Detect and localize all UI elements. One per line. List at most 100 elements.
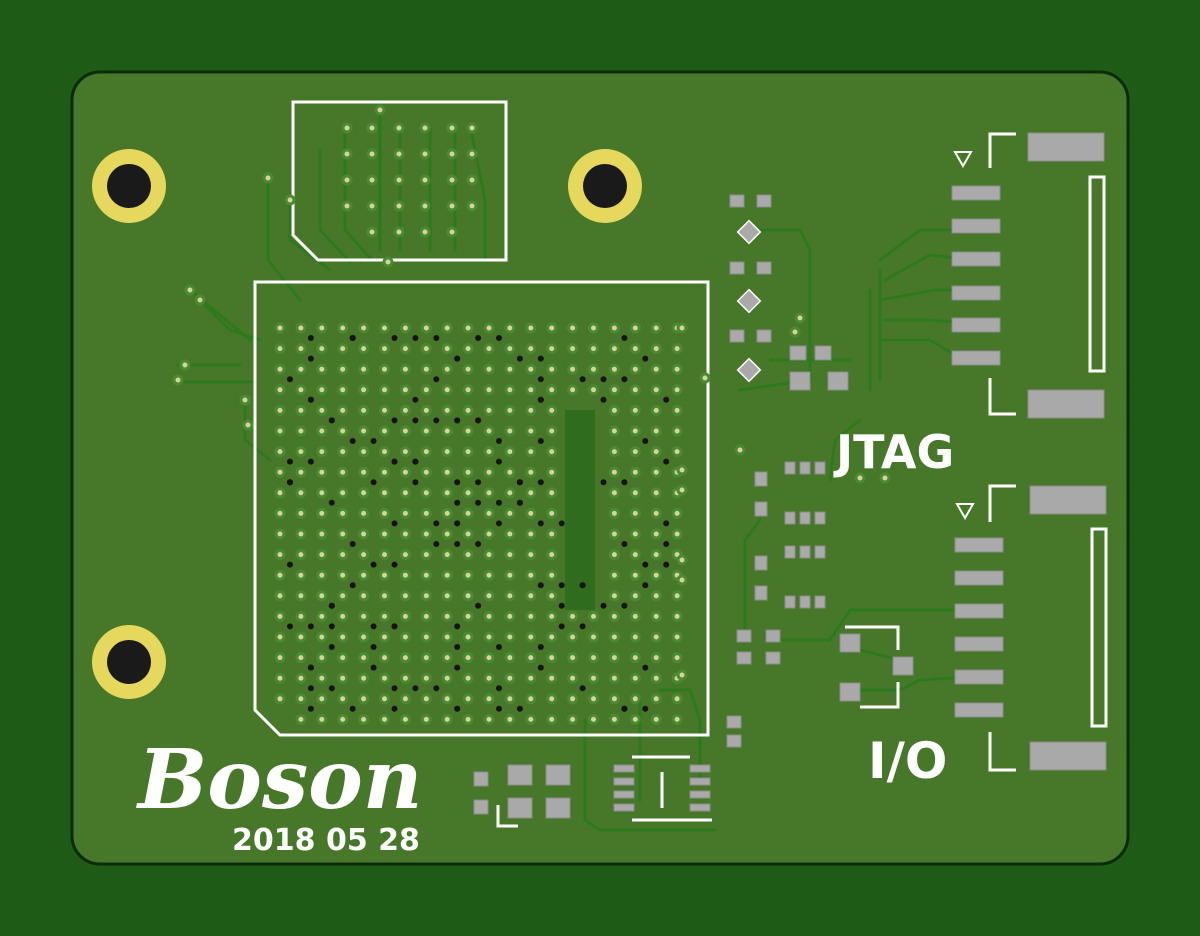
bga-ball	[274, 590, 286, 602]
bga-ball	[546, 404, 558, 416]
bga-ball	[358, 672, 370, 684]
bga-ball	[608, 446, 620, 458]
io-pin1-marker	[955, 503, 975, 521]
bga-via	[412, 335, 419, 341]
bga-via	[663, 561, 670, 568]
bga-via	[370, 479, 377, 486]
bga-ball	[399, 425, 411, 437]
bga-ball	[608, 610, 620, 622]
bga-ball	[399, 507, 411, 519]
bga-ball	[295, 672, 307, 684]
bga-ball	[462, 343, 474, 355]
stray-via	[699, 372, 711, 384]
bga-ball	[295, 507, 307, 519]
bga-via	[475, 335, 482, 341]
bga-ball	[379, 446, 390, 458]
bga-ball	[441, 693, 453, 705]
bga-ball	[316, 693, 328, 705]
bga-ball	[650, 528, 662, 540]
bga-ball	[671, 631, 683, 643]
bga-ball	[420, 569, 432, 581]
bga-ball	[379, 569, 390, 581]
bga-via	[621, 705, 628, 712]
bga-ball	[379, 425, 390, 437]
bga-ball	[525, 343, 537, 355]
bga-via	[454, 664, 461, 671]
stray-via	[374, 104, 386, 116]
bga-ball	[504, 713, 516, 725]
bga-ball	[671, 528, 683, 540]
bga-ball	[567, 693, 579, 705]
top-module-ball	[466, 122, 478, 134]
bga-ball	[525, 404, 537, 416]
bga-ball	[588, 652, 599, 664]
bga-ball	[274, 610, 286, 622]
bga-via	[370, 644, 377, 650]
bga-ball	[420, 610, 432, 622]
bga-ball	[504, 507, 516, 519]
bga-via	[516, 499, 523, 506]
bga-ball	[504, 610, 516, 622]
bga-via	[370, 438, 377, 444]
bga-via	[391, 685, 398, 692]
bga-ball	[295, 446, 307, 458]
bga-ball	[441, 713, 453, 725]
bga-ball	[608, 528, 620, 540]
bga-ball	[483, 693, 495, 705]
stray-via	[184, 284, 196, 296]
bga-via	[433, 417, 440, 424]
bga-via	[349, 541, 356, 547]
bga-ball	[525, 425, 537, 437]
bga-via	[600, 602, 607, 609]
bga-ball	[358, 507, 370, 519]
bga-ball	[295, 404, 307, 416]
bga-ball	[399, 713, 411, 725]
bga-via	[663, 541, 670, 547]
bga-ball	[629, 425, 641, 437]
top-module-ball	[446, 200, 458, 212]
bga-ball	[399, 549, 411, 561]
bga-ball	[441, 652, 453, 664]
bga-ball	[295, 631, 307, 643]
bga-via	[287, 458, 293, 465]
bga-ball	[274, 631, 286, 643]
top-module-outline	[291, 100, 508, 262]
bga-ball	[567, 672, 579, 684]
bga-via	[307, 458, 314, 465]
bga-ball	[316, 446, 328, 458]
bga-ball	[608, 713, 620, 725]
bga-via	[475, 479, 482, 486]
bga-ball	[337, 672, 349, 684]
bga-ball	[629, 363, 641, 375]
bga-ball	[295, 652, 307, 664]
bga-ball	[567, 652, 579, 664]
bga-ball	[588, 693, 599, 705]
bga-via	[600, 396, 607, 403]
bga-ball	[337, 652, 349, 664]
top-module-ball	[366, 148, 378, 160]
bga-ball	[567, 610, 579, 622]
bga-ball	[420, 590, 432, 602]
bga-ball	[546, 446, 558, 458]
bga-ball	[608, 466, 620, 478]
bga-ball	[650, 425, 662, 437]
bga-ball	[337, 363, 349, 375]
bga-via	[537, 520, 544, 527]
bga-via	[307, 623, 314, 630]
bga-ball	[483, 672, 495, 684]
bga-ball	[629, 693, 641, 705]
bga-ball	[629, 487, 641, 499]
bga-ball	[546, 652, 558, 664]
bga-ball	[483, 322, 495, 334]
bga-ball	[337, 425, 349, 437]
stray-via	[194, 294, 206, 306]
bga-ball	[462, 713, 474, 725]
bga-via	[391, 335, 398, 341]
top-module-ball	[341, 174, 353, 186]
bga-via	[454, 520, 461, 527]
bga-via	[433, 685, 440, 692]
stray-via	[382, 256, 394, 268]
bga-via	[287, 376, 293, 383]
